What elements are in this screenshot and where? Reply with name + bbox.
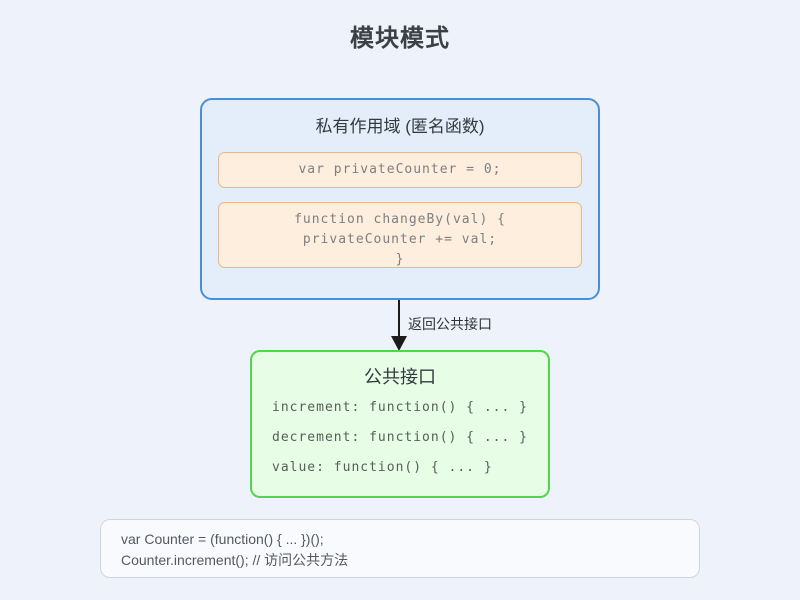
method-line-decrement: decrement: function() { ... } — [272, 430, 528, 445]
down-arrow-line — [398, 300, 400, 338]
method-line-increment: increment: function() { ... } — [272, 400, 528, 415]
change-by-function-code-box: function changeBy(val) { privateCounter … — [218, 202, 582, 268]
public-interface-title: 公共接口 — [364, 367, 436, 387]
method-line-value: value: function() { ... } — [272, 460, 493, 475]
arrow-label: 返回公共接口 — [408, 316, 492, 332]
usage-line-counter-declaration: var Counter = (function() { ... })(); — [121, 531, 324, 547]
public-interface-box: 公共接口 increment: function() { ... } decre… — [250, 350, 550, 498]
page-title: 模块模式 — [350, 25, 450, 52]
private-scope-box: 私有作用域 (匿名函数) var privateCounter = 0; fun… — [200, 98, 600, 300]
private-scope-title: 私有作用域 (匿名函数) — [315, 117, 485, 136]
usage-example-box: var Counter = (function() { ... })(); Co… — [100, 519, 700, 578]
down-arrow-head-icon — [391, 336, 407, 351]
private-counter-code-box: var privateCounter = 0; — [218, 152, 582, 188]
usage-line-counter-increment: Counter.increment(); // 访问公共方法 — [121, 552, 349, 568]
